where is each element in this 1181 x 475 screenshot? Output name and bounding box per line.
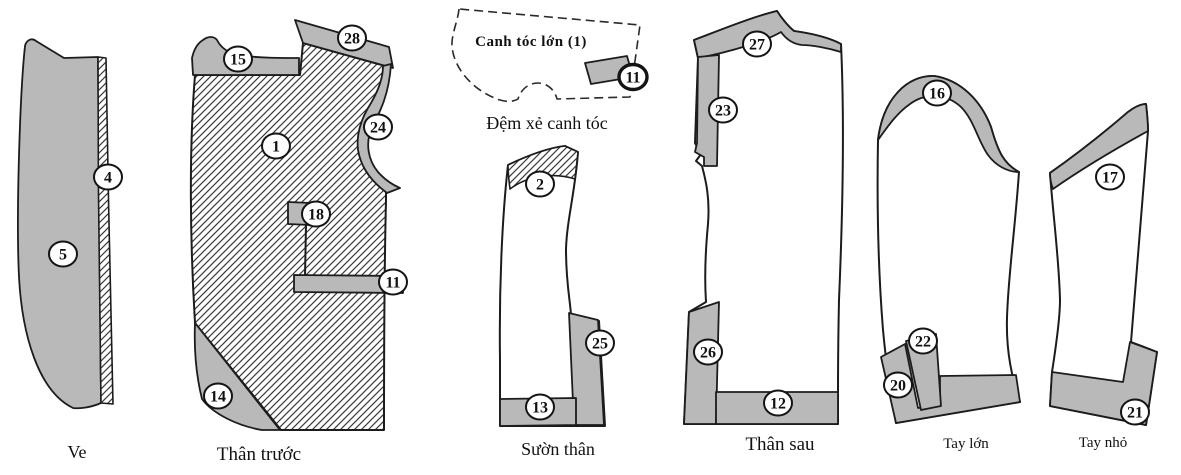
part-marker-circle — [908, 327, 938, 355]
dem-xe-outline — [451, 8, 641, 103]
piece-suon-than: Sườn thân — [498, 145, 606, 459]
part-marker-than-truoc-11: 11 — [378, 268, 408, 296]
dem-xe-inner-label: Canh tóc lớn (1) — [475, 34, 587, 50]
part-marker-number: 18 — [308, 207, 324, 224]
caption-than-truoc: Thân trước — [217, 444, 301, 465]
part-marker-circle — [922, 79, 952, 107]
part-marker-than-sau-23: 23 — [708, 96, 738, 124]
part-marker-number: 11 — [625, 70, 640, 87]
part-marker-circle — [378, 268, 408, 296]
part-marker-tay-nho-21: 21 — [1120, 398, 1150, 426]
part-marker-circle — [693, 338, 723, 366]
part-marker-number: 1 — [272, 139, 280, 156]
part-marker-circle — [617, 62, 649, 92]
part-marker-dem-xe-canh-toc-11: 11 — [617, 62, 649, 92]
part-marker-than-sau-12: 12 — [763, 389, 793, 417]
part-marker-circle — [763, 389, 793, 417]
suon-than-top-hatch — [507, 145, 579, 190]
tay-lon-hem-band — [880, 343, 1021, 424]
part-marker-number: 2 — [536, 177, 544, 194]
part-marker-than-truoc-28: 28 — [337, 24, 367, 52]
part-marker-tay-lon-20: 20 — [883, 371, 913, 399]
part-marker-than-truoc-24: 24 — [363, 113, 393, 141]
part-marker-circle — [223, 45, 253, 73]
part-marker-circle — [525, 393, 555, 421]
part-marker-ve-5: 5 — [48, 240, 78, 268]
part-marker-number: 15 — [230, 52, 246, 69]
part-marker-number: 5 — [59, 247, 67, 264]
tay-nho-cap-strip — [1049, 103, 1149, 190]
than-truoc-pocket-line — [304, 224, 307, 277]
part-marker-number: 14 — [210, 389, 226, 406]
part-marker-number: 20 — [890, 378, 906, 395]
part-marker-circle — [48, 240, 78, 268]
part-marker-number: 12 — [770, 396, 786, 413]
part-marker-suon-than-2: 2 — [525, 170, 555, 198]
piece-ve: Ve — [17, 38, 114, 462]
part-marker-circle — [883, 371, 913, 399]
part-marker-circle — [1095, 163, 1125, 191]
part-marker-suon-than-25: 25 — [585, 329, 615, 357]
part-marker-circle — [525, 170, 555, 198]
part-marker-number: 21 — [1127, 405, 1143, 422]
part-marker-than-truoc-14: 14 — [203, 382, 233, 410]
part-marker-circle — [261, 132, 291, 160]
part-markers-layer: 4 5 15 28 1 24 18 11 14 11 2 25 13 27 23 26 12 16 22 20 17 21 — [48, 24, 1150, 426]
part-marker-circle — [585, 329, 615, 357]
part-marker-than-truoc-18: 18 — [301, 200, 331, 228]
caption-ve: Ve — [68, 442, 87, 462]
part-marker-than-truoc-15: 15 — [223, 45, 253, 73]
part-marker-ve-4: 4 — [93, 163, 123, 191]
part-marker-than-truoc-1: 1 — [261, 132, 291, 160]
part-marker-circle — [363, 113, 393, 141]
part-marker-circle — [742, 30, 772, 58]
ve-facing-hatch-strip — [97, 56, 114, 405]
part-marker-circle — [301, 200, 331, 228]
part-marker-number: 17 — [1102, 170, 1118, 187]
piece-than-truoc: Thân trước — [189, 19, 404, 465]
part-marker-number: 22 — [915, 334, 931, 351]
part-marker-than-sau-26: 26 — [693, 338, 723, 366]
part-marker-circle — [1120, 398, 1150, 426]
caption-suon-than: Sườn thân — [521, 439, 595, 459]
part-marker-tay-nho-17: 17 — [1095, 163, 1125, 191]
than-truoc-pocket-bar — [293, 274, 404, 294]
tay-lon-cap-strip — [877, 75, 1020, 173]
part-marker-number: 13 — [532, 400, 548, 417]
part-marker-number: 25 — [592, 336, 608, 353]
part-marker-than-sau-27: 27 — [742, 30, 772, 58]
part-marker-number: 16 — [929, 86, 945, 103]
part-marker-number: 27 — [749, 37, 765, 54]
ve-body-shape — [17, 38, 102, 410]
part-marker-circle — [203, 382, 233, 410]
part-marker-suon-than-13: 13 — [525, 393, 555, 421]
than-sau-left-strip — [694, 54, 720, 167]
caption-tay-nho: Tay nhỏ — [1079, 435, 1128, 451]
part-marker-number: 23 — [715, 103, 731, 120]
part-marker-number: 11 — [385, 275, 400, 292]
part-marker-number: 4 — [104, 170, 112, 187]
piece-tay-nho: Tay nhỏ — [1049, 103, 1158, 451]
caption-tay-lon: Tay lớn — [943, 436, 989, 452]
piece-dem-xe-canh-toc: Canh tóc lớn (1) Đệm xẻ canh tóc — [451, 8, 641, 133]
part-marker-tay-lon-16: 16 — [922, 79, 952, 107]
caption-than-sau: Thân sau — [745, 434, 815, 455]
part-marker-number: 28 — [344, 31, 360, 48]
part-marker-circle — [93, 163, 123, 191]
part-marker-circle — [337, 24, 367, 52]
part-marker-number: 26 — [700, 345, 716, 362]
part-marker-tay-lon-22: 22 — [908, 327, 938, 355]
piece-than-sau: Thân sau — [683, 10, 844, 455]
caption-dem-xe: Đệm xẻ canh tóc — [486, 113, 607, 133]
part-marker-circle — [708, 96, 738, 124]
part-marker-number: 24 — [370, 120, 386, 137]
